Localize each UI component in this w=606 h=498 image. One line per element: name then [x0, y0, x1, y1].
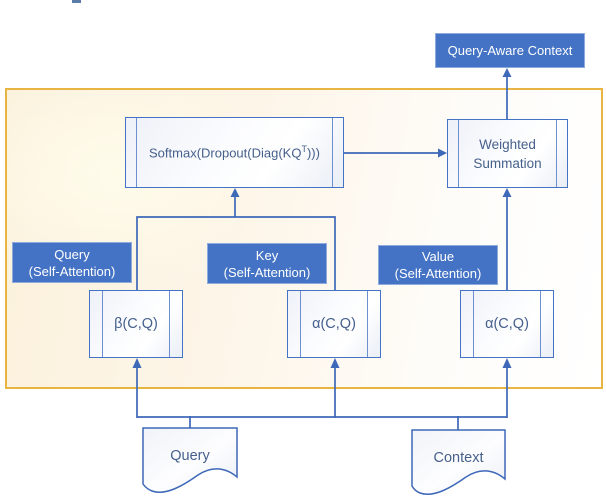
weighted-summation-box: Weighted Summation: [447, 119, 568, 188]
weighted-summation-line1: Weighted: [479, 136, 536, 152]
process-stripe-right: [540, 291, 541, 357]
role-value-subtitle: (Self-Attention): [394, 266, 482, 281]
alpha2-function-box: α(C,Q): [460, 290, 554, 358]
role-query-subtitle: (Self-Attention): [28, 263, 116, 279]
role-key-box: Key (Self-Attention): [207, 243, 327, 284]
query-document-label: Query: [170, 448, 210, 464]
arrowhead-up-output: [502, 68, 512, 77]
alpha1-function-box: α(C,Q): [287, 290, 381, 358]
process-stripe-left: [136, 118, 137, 187]
weighted-summation-line2: Summation: [473, 155, 542, 171]
context-document-label: Context: [433, 450, 484, 466]
softmax-formula-sup: T: [301, 144, 307, 155]
softmax-box: Softmax(Dropout(Diag(KQT))): [125, 117, 344, 188]
role-key-title: Key: [255, 247, 279, 263]
role-key-subtitle: (Self-Attention): [223, 264, 311, 280]
alpha1-function-label: α(C,Q): [312, 316, 356, 332]
beta-function-label: β(C,Q): [114, 316, 158, 332]
query-aware-context-box: Query-Aware Context: [435, 33, 585, 68]
role-value-box: Value (Self-Attention): [378, 245, 498, 285]
softmax-formula-prefix: Softmax(Dropout(Diag(KQ: [149, 145, 302, 161]
role-query-title: Query: [54, 246, 90, 262]
role-query-box: Query (Self-Attention): [12, 242, 132, 283]
softmax-formula: Softmax(Dropout(Diag(KQT))): [149, 144, 320, 160]
role-value-title: Value: [421, 249, 455, 264]
process-stripe-right: [332, 118, 333, 187]
process-stripe-left: [458, 120, 459, 187]
cropped-edge-artifact: [72, 0, 81, 3]
process-stripe-left: [300, 291, 301, 357]
beta-function-box: β(C,Q): [89, 290, 183, 358]
weighted-summation-label: Weighted Summation: [473, 135, 541, 173]
process-stripe-left: [473, 291, 474, 357]
softmax-formula-suffix: ))): [306, 145, 320, 161]
query-aware-context-label: Query-Aware Context: [447, 43, 573, 58]
process-stripe-right: [556, 120, 557, 187]
process-stripe-right: [367, 291, 368, 357]
process-stripe-left: [102, 291, 103, 357]
process-stripe-right: [169, 291, 170, 357]
alpha2-function-label: α(C,Q): [485, 316, 529, 332]
